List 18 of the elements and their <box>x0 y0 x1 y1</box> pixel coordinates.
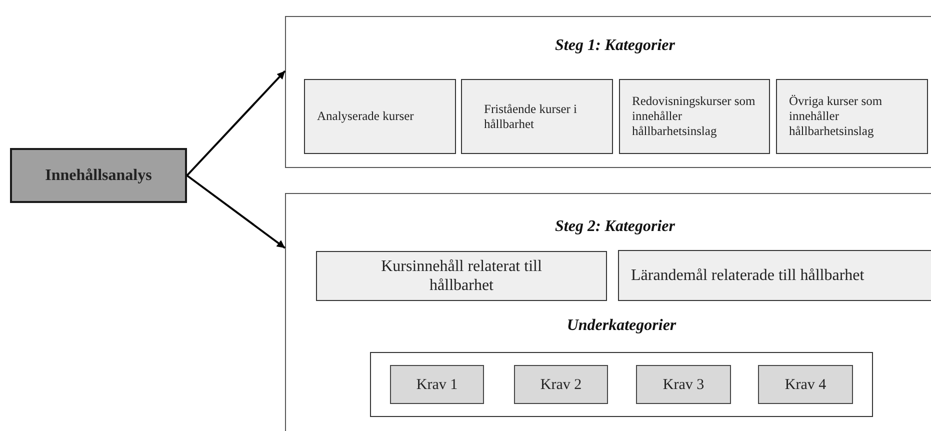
category-box: Redovisningskurser som innehåller hållbarhetsinslag <box>619 79 770 154</box>
category-box: Fristående kurser i hållbarhet <box>461 79 613 154</box>
requirement-box: Krav 2 <box>514 365 608 404</box>
process-box: Innehållsanalys <box>10 148 187 203</box>
category-box: Lärandemål relaterade till hållbarhet <box>618 250 931 301</box>
requirement-box: Krav 3 <box>636 365 731 404</box>
panel-heading: Steg 1: Kategorier <box>554 37 676 55</box>
category-box: Övriga kurser som innehåller hållbarhetsinslag <box>776 79 928 154</box>
subcategory-heading: Underkategorier <box>566 317 678 335</box>
panel-heading: Steg 2: Kategorier <box>554 218 676 236</box>
requirement-box: Krav 4 <box>758 365 853 404</box>
arrow <box>186 174 286 249</box>
category-box: Analyserade kurser <box>304 79 456 154</box>
arrow <box>186 70 286 176</box>
stage-panel <box>285 16 931 168</box>
requirement-box: Krav 1 <box>390 365 484 404</box>
stage-panel <box>285 193 931 431</box>
category-box: Kursinnehåll relaterat till hållbarhet <box>316 251 607 301</box>
